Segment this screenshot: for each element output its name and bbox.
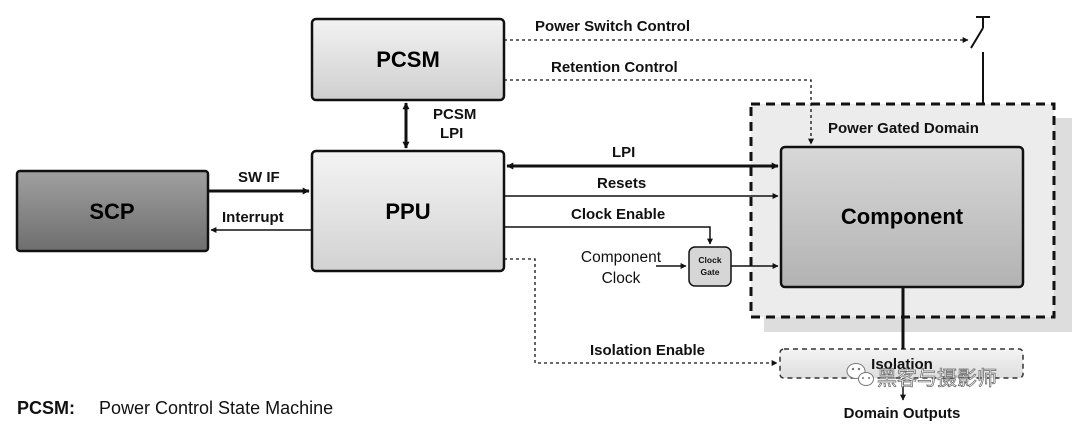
scp-block-label: SCP bbox=[89, 199, 134, 224]
scp-block: SCP bbox=[15, 169, 210, 253]
legend-key: PCSM: bbox=[17, 398, 75, 418]
power-gated-domain-label: Power Gated Domain bbox=[828, 120, 979, 137]
clock-gate-label-line2: Gate bbox=[701, 267, 720, 277]
pcsm-lpi-label-line2: LPI bbox=[440, 125, 463, 142]
domain-outputs-label: Domain Outputs bbox=[844, 405, 961, 422]
resets-label: Resets bbox=[597, 175, 646, 192]
pcsm-block-label: PCSM bbox=[376, 47, 440, 72]
clock-enable-label: Clock Enable bbox=[571, 206, 665, 223]
retention-control-arrow bbox=[504, 79, 814, 145]
interrupt-label: Interrupt bbox=[222, 209, 284, 226]
retention-control-label: Retention Control bbox=[551, 59, 678, 76]
wechat-icon bbox=[846, 363, 874, 386]
isolation-enable-label: Isolation Enable bbox=[590, 342, 705, 359]
component-block-label: Component bbox=[841, 204, 964, 229]
ppu-block: PPU bbox=[310, 149, 506, 273]
pcsm-lpi-label-line1: PCSM bbox=[433, 106, 476, 123]
clock-enable-arrow bbox=[504, 226, 713, 245]
wechat-watermark: 黑客与摄影师 bbox=[846, 363, 997, 390]
lpi-label: LPI bbox=[612, 144, 635, 161]
power-switch-symbol bbox=[970, 16, 990, 104]
clock-gate-label-line1: Clock bbox=[698, 255, 721, 265]
watermark-text: 黑客与摄影师 bbox=[877, 366, 997, 390]
clock-gate-block: Clock Gate bbox=[688, 246, 732, 287]
component-block: Component bbox=[779, 145, 1025, 289]
power-switch-control-label: Power Switch Control bbox=[535, 18, 690, 35]
isolation-block-label: Isolation bbox=[871, 356, 933, 373]
pcsm-block: PCSM bbox=[310, 17, 506, 102]
component-clock-label-line2: Clock bbox=[602, 270, 641, 287]
legend-value: Power Control State Machine bbox=[99, 398, 333, 418]
component-clock-label-line1: Component bbox=[581, 249, 662, 266]
ppu-block-label: PPU bbox=[385, 199, 430, 224]
sw-if-label: SW IF bbox=[238, 169, 280, 186]
